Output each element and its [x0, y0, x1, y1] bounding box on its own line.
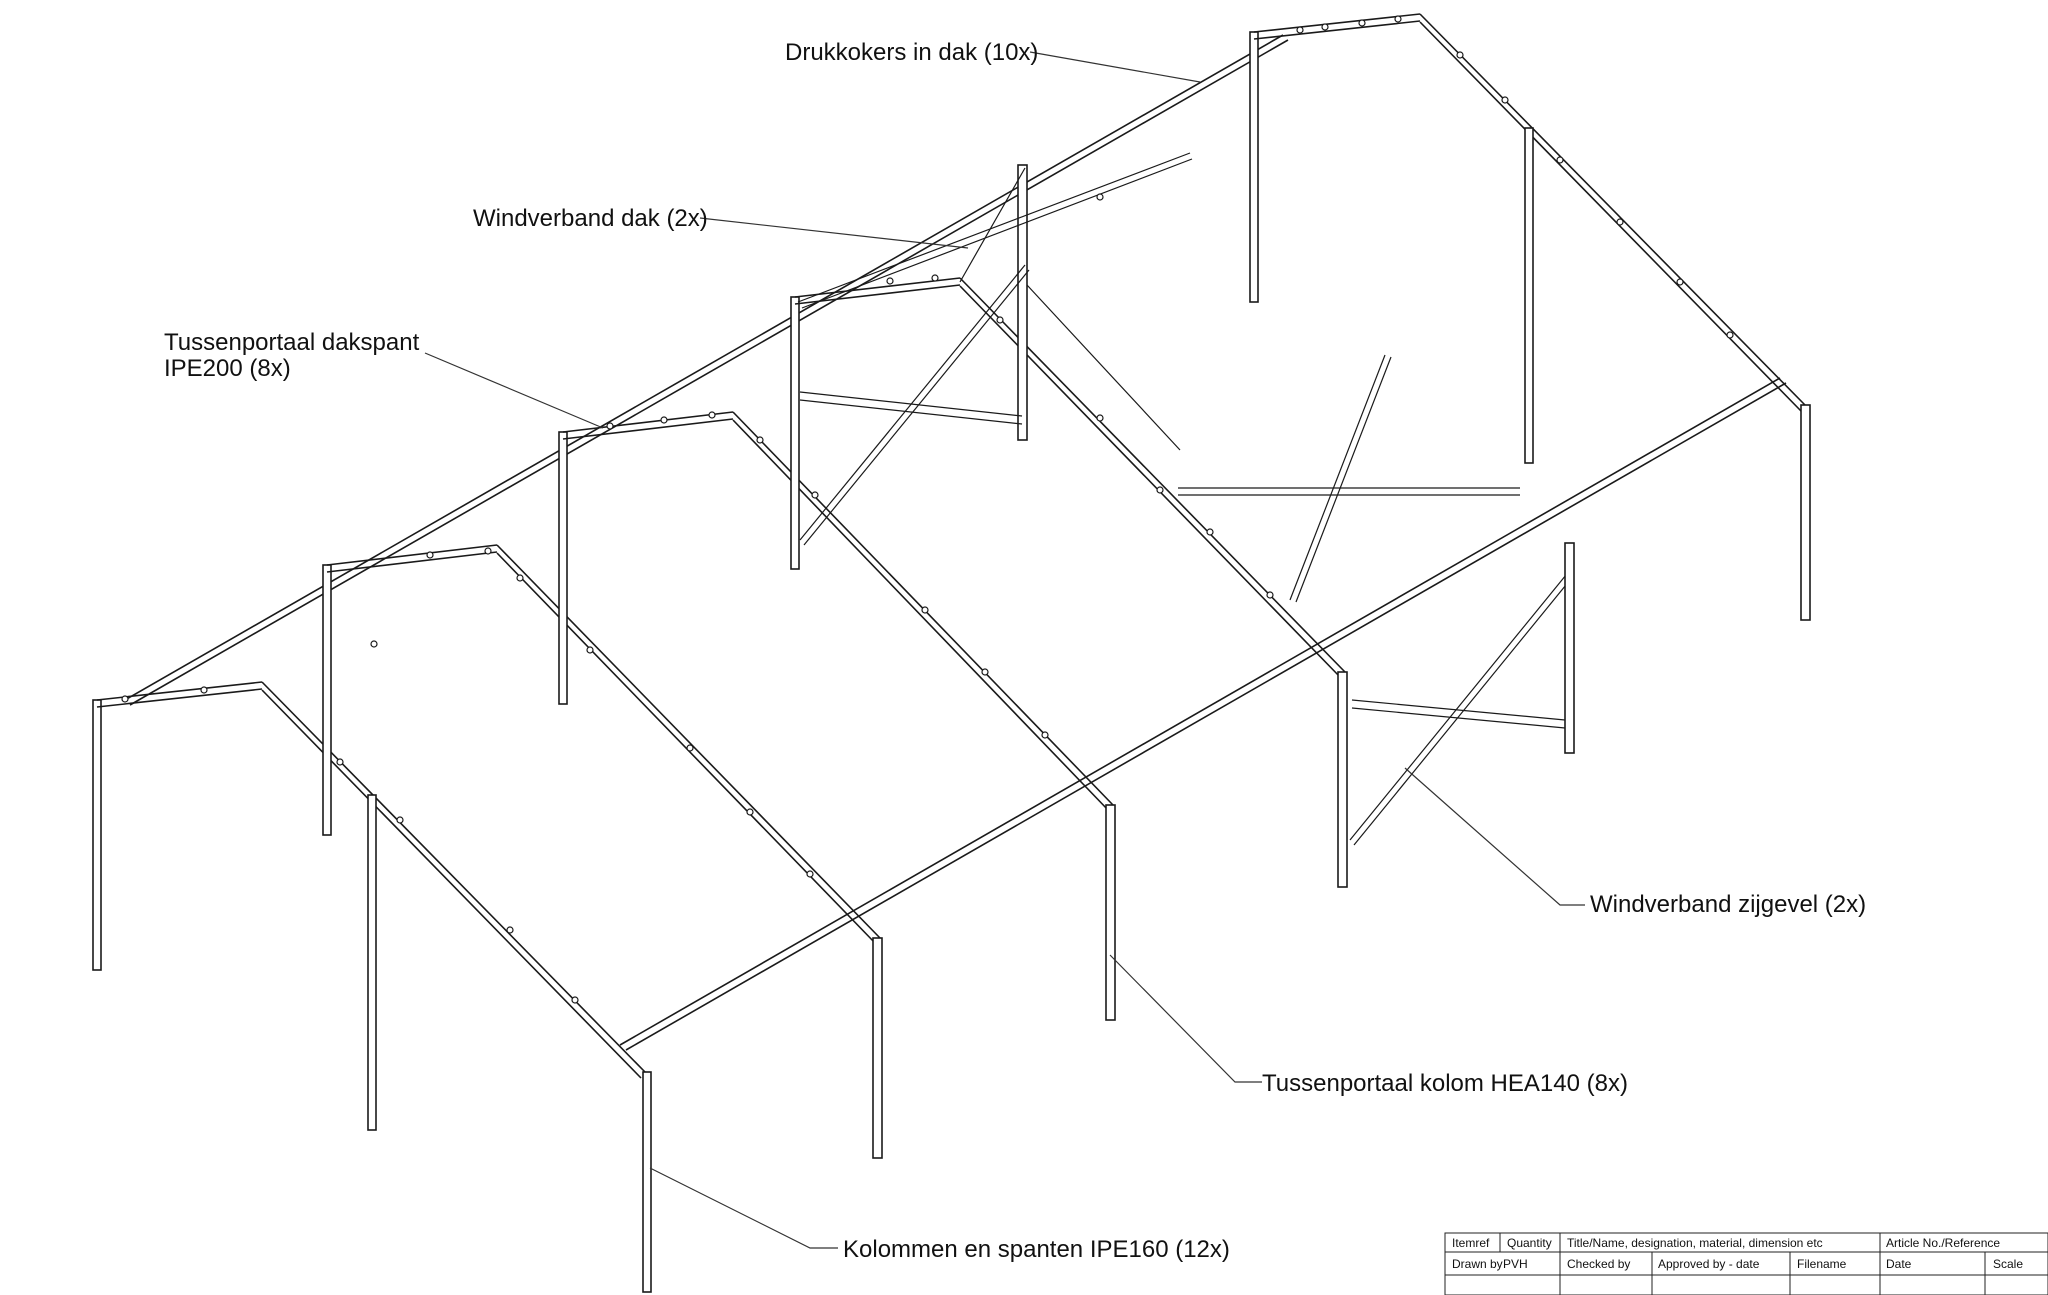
title-block: Itemref Quantity Title/Name, designation… — [1444, 1232, 2048, 1295]
label-kolommen-spanten: Kolommen en spanten IPE160 (12x) — [843, 1236, 1230, 1263]
leader-lines — [424, 51, 1585, 1249]
portal-frame-4 — [790, 164, 1348, 888]
label-tussenportaal-kolom: Tussenportaal kolom HEA140 (8x) — [1262, 1070, 1628, 1097]
tb-itemref: Itemref — [1452, 1236, 1490, 1250]
label-tussenportaal-dakspant-2: IPE200 (8x) — [164, 355, 291, 382]
portal-frame-2 — [322, 544, 883, 1159]
roof-bracing — [797, 152, 1193, 309]
portal-frame-1 — [92, 681, 652, 1293]
bolt-markers — [121, 15, 1734, 1004]
back-wall-bracing — [799, 264, 1181, 546]
tb-drawn-by-value: PVH — [1503, 1257, 1528, 1271]
label-windverband-zijgevel: Windverband zijgevel (2x) — [1590, 891, 1866, 918]
tb-checked-by: Checked by — [1567, 1257, 1630, 1271]
portal-frame-5 — [1249, 13, 1811, 621]
tb-filename: Filename — [1797, 1257, 1847, 1271]
tb-title-desc: Title/Name, designation, material, dimen… — [1567, 1236, 1823, 1250]
tb-drawn-by: Drawn by — [1452, 1257, 1503, 1271]
label-windverband-dak: Windverband dak (2x) — [473, 205, 708, 232]
label-tussenportaal-dakspant-1: Tussenportaal dakspant — [164, 329, 420, 356]
tb-quantity: Quantity — [1507, 1236, 1552, 1250]
tb-date: Date — [1886, 1257, 1912, 1271]
tb-scale: Scale — [1993, 1257, 2023, 1271]
tb-article: Article No./Reference — [1886, 1236, 2000, 1250]
side-wall-bracing — [1349, 542, 1575, 846]
tb-approved-by: Approved by - date — [1658, 1257, 1760, 1271]
label-drukkokers: Drukkokers in dak (10x) — [785, 39, 1038, 66]
roof-x-bracing — [1178, 354, 1520, 603]
